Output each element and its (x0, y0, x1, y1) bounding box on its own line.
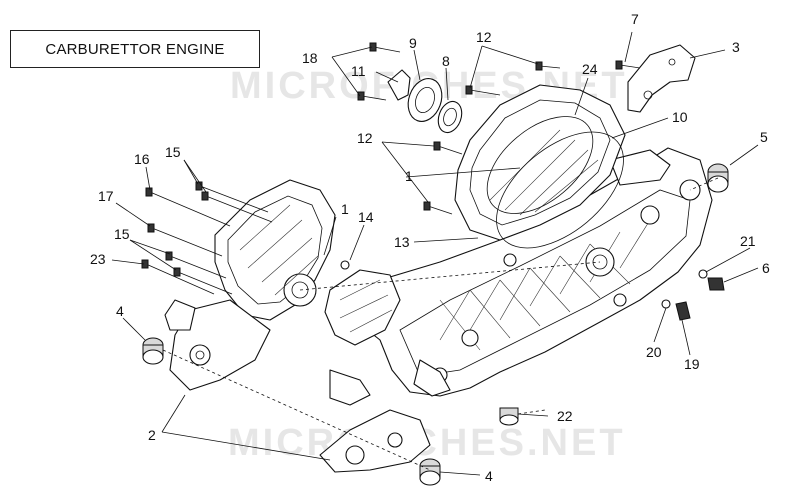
callout-4-left: 4 (116, 303, 124, 319)
callout-5: 5 (760, 129, 768, 145)
crankcase-left (164, 179, 336, 391)
callout-15-top: 15 (165, 144, 181, 160)
plug-19 (675, 301, 691, 321)
diagram-title: CARBURETTOR ENGINE (10, 30, 260, 68)
callout-2: 2 (148, 427, 156, 443)
engine-mount (319, 369, 431, 473)
callout-17: 17 (98, 188, 114, 204)
callout-15-lower: 15 (114, 226, 130, 242)
callout-7: 7 (631, 11, 639, 27)
callout-3: 3 (732, 39, 740, 55)
callout-10: 10 (672, 109, 688, 125)
cover-plate (627, 44, 696, 113)
bearing (407, 78, 443, 122)
oil-seal (437, 100, 463, 134)
retaining-plate (387, 69, 411, 101)
crankcase-main (329, 147, 713, 397)
alignment-lines (162, 177, 719, 471)
callout-4-bottom: 4 (485, 468, 493, 484)
gasket-ring (496, 131, 624, 249)
callout-8: 8 (442, 53, 450, 69)
callout-24: 24 (582, 61, 598, 77)
callout-16: 16 (134, 151, 150, 167)
washer-21 (698, 269, 708, 279)
callout-1-crankcase: 1 (341, 201, 349, 217)
callout-21: 21 (740, 233, 756, 249)
callout-6: 6 (762, 260, 770, 276)
callout-11: 11 (351, 63, 366, 79)
bushing-22 (499, 407, 519, 426)
silent-block-4-left (142, 337, 164, 365)
plug-6 (707, 277, 725, 291)
callout-12-top: 12 (476, 29, 492, 45)
silent-block-4-bottom (419, 458, 441, 486)
callout-14: 14 (358, 209, 374, 225)
callout-23: 23 (90, 251, 106, 267)
leader-lines (111, 31, 759, 476)
callout-9: 9 (409, 35, 417, 51)
callout-12-mid: 12 (357, 130, 373, 146)
callout-22: 22 (557, 408, 573, 424)
callout-13: 13 (394, 234, 410, 250)
callout-labels: 1 1 1 2 3 4 4 5 6 7 8 9 10 11 12 12 13 1… (90, 11, 770, 484)
callout-19: 19 (684, 356, 700, 372)
bracket (324, 260, 401, 346)
callout-20: 20 (646, 344, 662, 360)
callout-1-housing: 1 (405, 168, 413, 184)
callout-18: 18 (302, 50, 318, 66)
washer-20 (661, 299, 671, 309)
